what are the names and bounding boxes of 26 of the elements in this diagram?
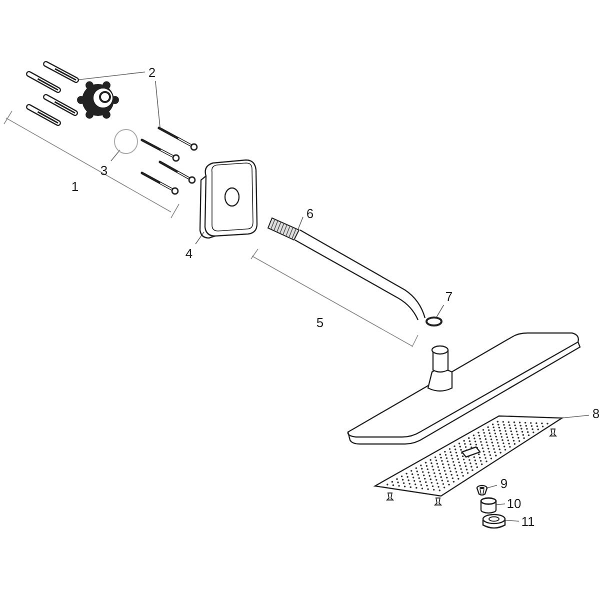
o-ring	[113, 128, 139, 155]
seal-ring	[425, 316, 443, 327]
leader-line	[502, 520, 520, 522]
leader-line	[436, 304, 444, 318]
leader-line	[155, 80, 160, 128]
callout-number: 6	[303, 204, 317, 222]
callout-number: 7	[442, 287, 456, 305]
wall-anchor	[42, 60, 80, 84]
callout-number: 4	[182, 244, 196, 262]
filter	[475, 484, 490, 496]
leader-line	[110, 150, 120, 162]
screw	[156, 125, 198, 151]
leader-line	[195, 232, 204, 244]
leader-line	[486, 484, 498, 488]
callout-number: 9	[497, 474, 511, 492]
callout-number: 11	[519, 512, 537, 530]
callout-number: 10	[505, 494, 523, 512]
cover-plate	[198, 158, 260, 238]
nut	[480, 514, 507, 530]
callout-number: 8	[589, 404, 600, 422]
callout-number: 2	[145, 63, 159, 81]
callout-number: 5	[315, 314, 325, 331]
callout-number: 1	[70, 178, 80, 195]
leader-line	[562, 414, 590, 418]
leader-line	[494, 503, 506, 506]
callout-number: 3	[97, 161, 111, 179]
